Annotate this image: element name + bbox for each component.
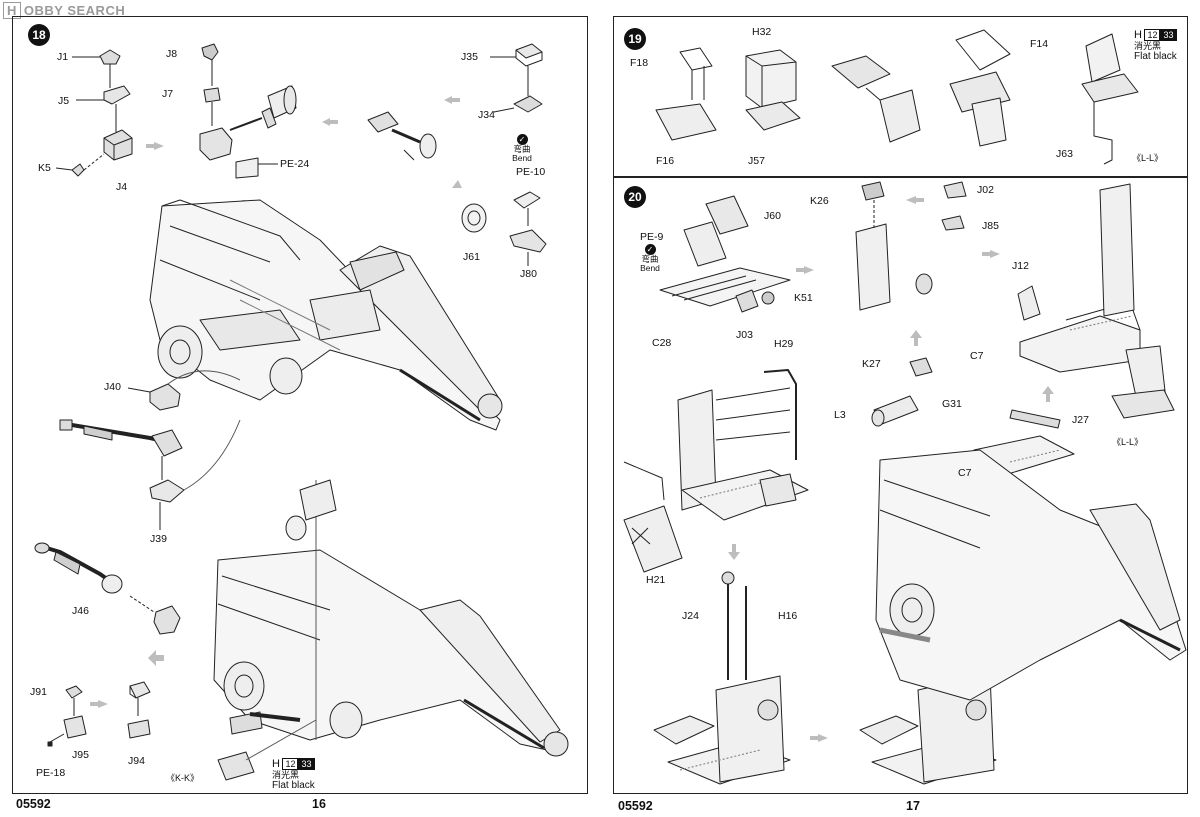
vehicle-bottom-drawing [213,479,569,781]
label-j80: J80 [520,268,537,280]
label-ll-view-19: 《L-L》 [1132,153,1164,163]
part-j46 [34,542,181,635]
label-pe9: PE-9 [640,231,664,243]
part-j91-j95-j94 [47,681,151,747]
label-j91: J91 [30,686,47,698]
label-j5: J5 [58,95,70,107]
label-j02: J02 [977,184,994,196]
label-h16: H16 [778,610,798,622]
left-page-frame [12,16,588,794]
part-j8-j7-group [199,43,297,179]
label-k5: K5 [38,162,51,174]
label-k27: K27 [862,358,881,370]
bend-check-icon: ✓ [516,134,528,145]
step20-drawings [623,181,1187,785]
label-j7: J7 [162,88,174,100]
left-page-code: 05592 [16,797,51,811]
label-j95: J95 [72,749,89,761]
label-j57: J57 [748,155,765,167]
step-20-badge: 20 [624,186,646,208]
right-page-number: 17 [906,799,920,813]
label-j39: J39 [150,533,167,545]
label-j03: J03 [736,329,753,341]
label-j8: J8 [166,48,178,60]
bend-note-pe9: ✓ 弯曲 Bend [640,244,660,273]
label-j1: J1 [57,51,69,63]
label-j94: J94 [128,755,145,767]
label-j24: J24 [682,610,699,622]
label-h29: H29 [774,338,794,350]
label-j12: J12 [1012,260,1029,272]
paint-code-12: 12 [1144,29,1161,41]
label-ll-view-20: 《L-L》 [1112,437,1144,447]
part-j1-j4-group [55,49,133,177]
label-g31: G31 [942,398,962,410]
step20-frame [613,176,1188,794]
step-19-badge: 19 [624,28,646,50]
label-j61: J61 [463,251,480,263]
part-j35-j80-group [367,43,547,266]
label-c7-lower: C7 [958,467,972,479]
label-f16: F16 [656,155,675,167]
right-page-code: 05592 [618,799,653,813]
label-pe24: PE-24 [280,158,310,170]
paint-code-33: 33 [1160,29,1177,41]
step19-drawings [655,29,1139,165]
label-j34: J34 [478,109,495,121]
label-j46: J46 [72,605,89,617]
label-k26: K26 [810,195,829,207]
label-pe10: PE-10 [516,166,546,178]
label-kk-view: 《K-K》 [166,773,200,783]
paint-code-12: 12 [282,758,299,770]
label-c28: C28 [652,337,672,349]
bend-check-icon: ✓ [644,244,656,255]
label-j40: J40 [104,381,121,393]
label-j27: J27 [1072,414,1089,426]
label-l3: L3 [834,409,846,421]
label-k51: K51 [794,292,813,304]
label-pe18: PE-18 [36,767,66,779]
label-h32: H32 [752,26,772,38]
label-j63: J63 [1056,148,1073,160]
left-page-number: 16 [312,797,326,811]
label-j35: J35 [461,51,478,63]
label-f14: F14 [1030,38,1049,50]
label-h21: H21 [646,574,666,586]
paint-code-33: 33 [298,758,315,770]
label-j4: J4 [116,181,128,193]
step19-frame [613,16,1188,178]
label-f18: F18 [630,57,649,69]
label-c7-upper: C7 [970,350,984,362]
step-18-badge: 18 [28,24,50,46]
label-j60: J60 [764,210,781,222]
part-j40-j39-shaft [59,370,241,530]
label-j85: J85 [982,220,999,232]
bend-note-pe10: ✓ 弯曲 Bend [512,134,532,163]
vehicle-top-drawing [149,199,503,431]
